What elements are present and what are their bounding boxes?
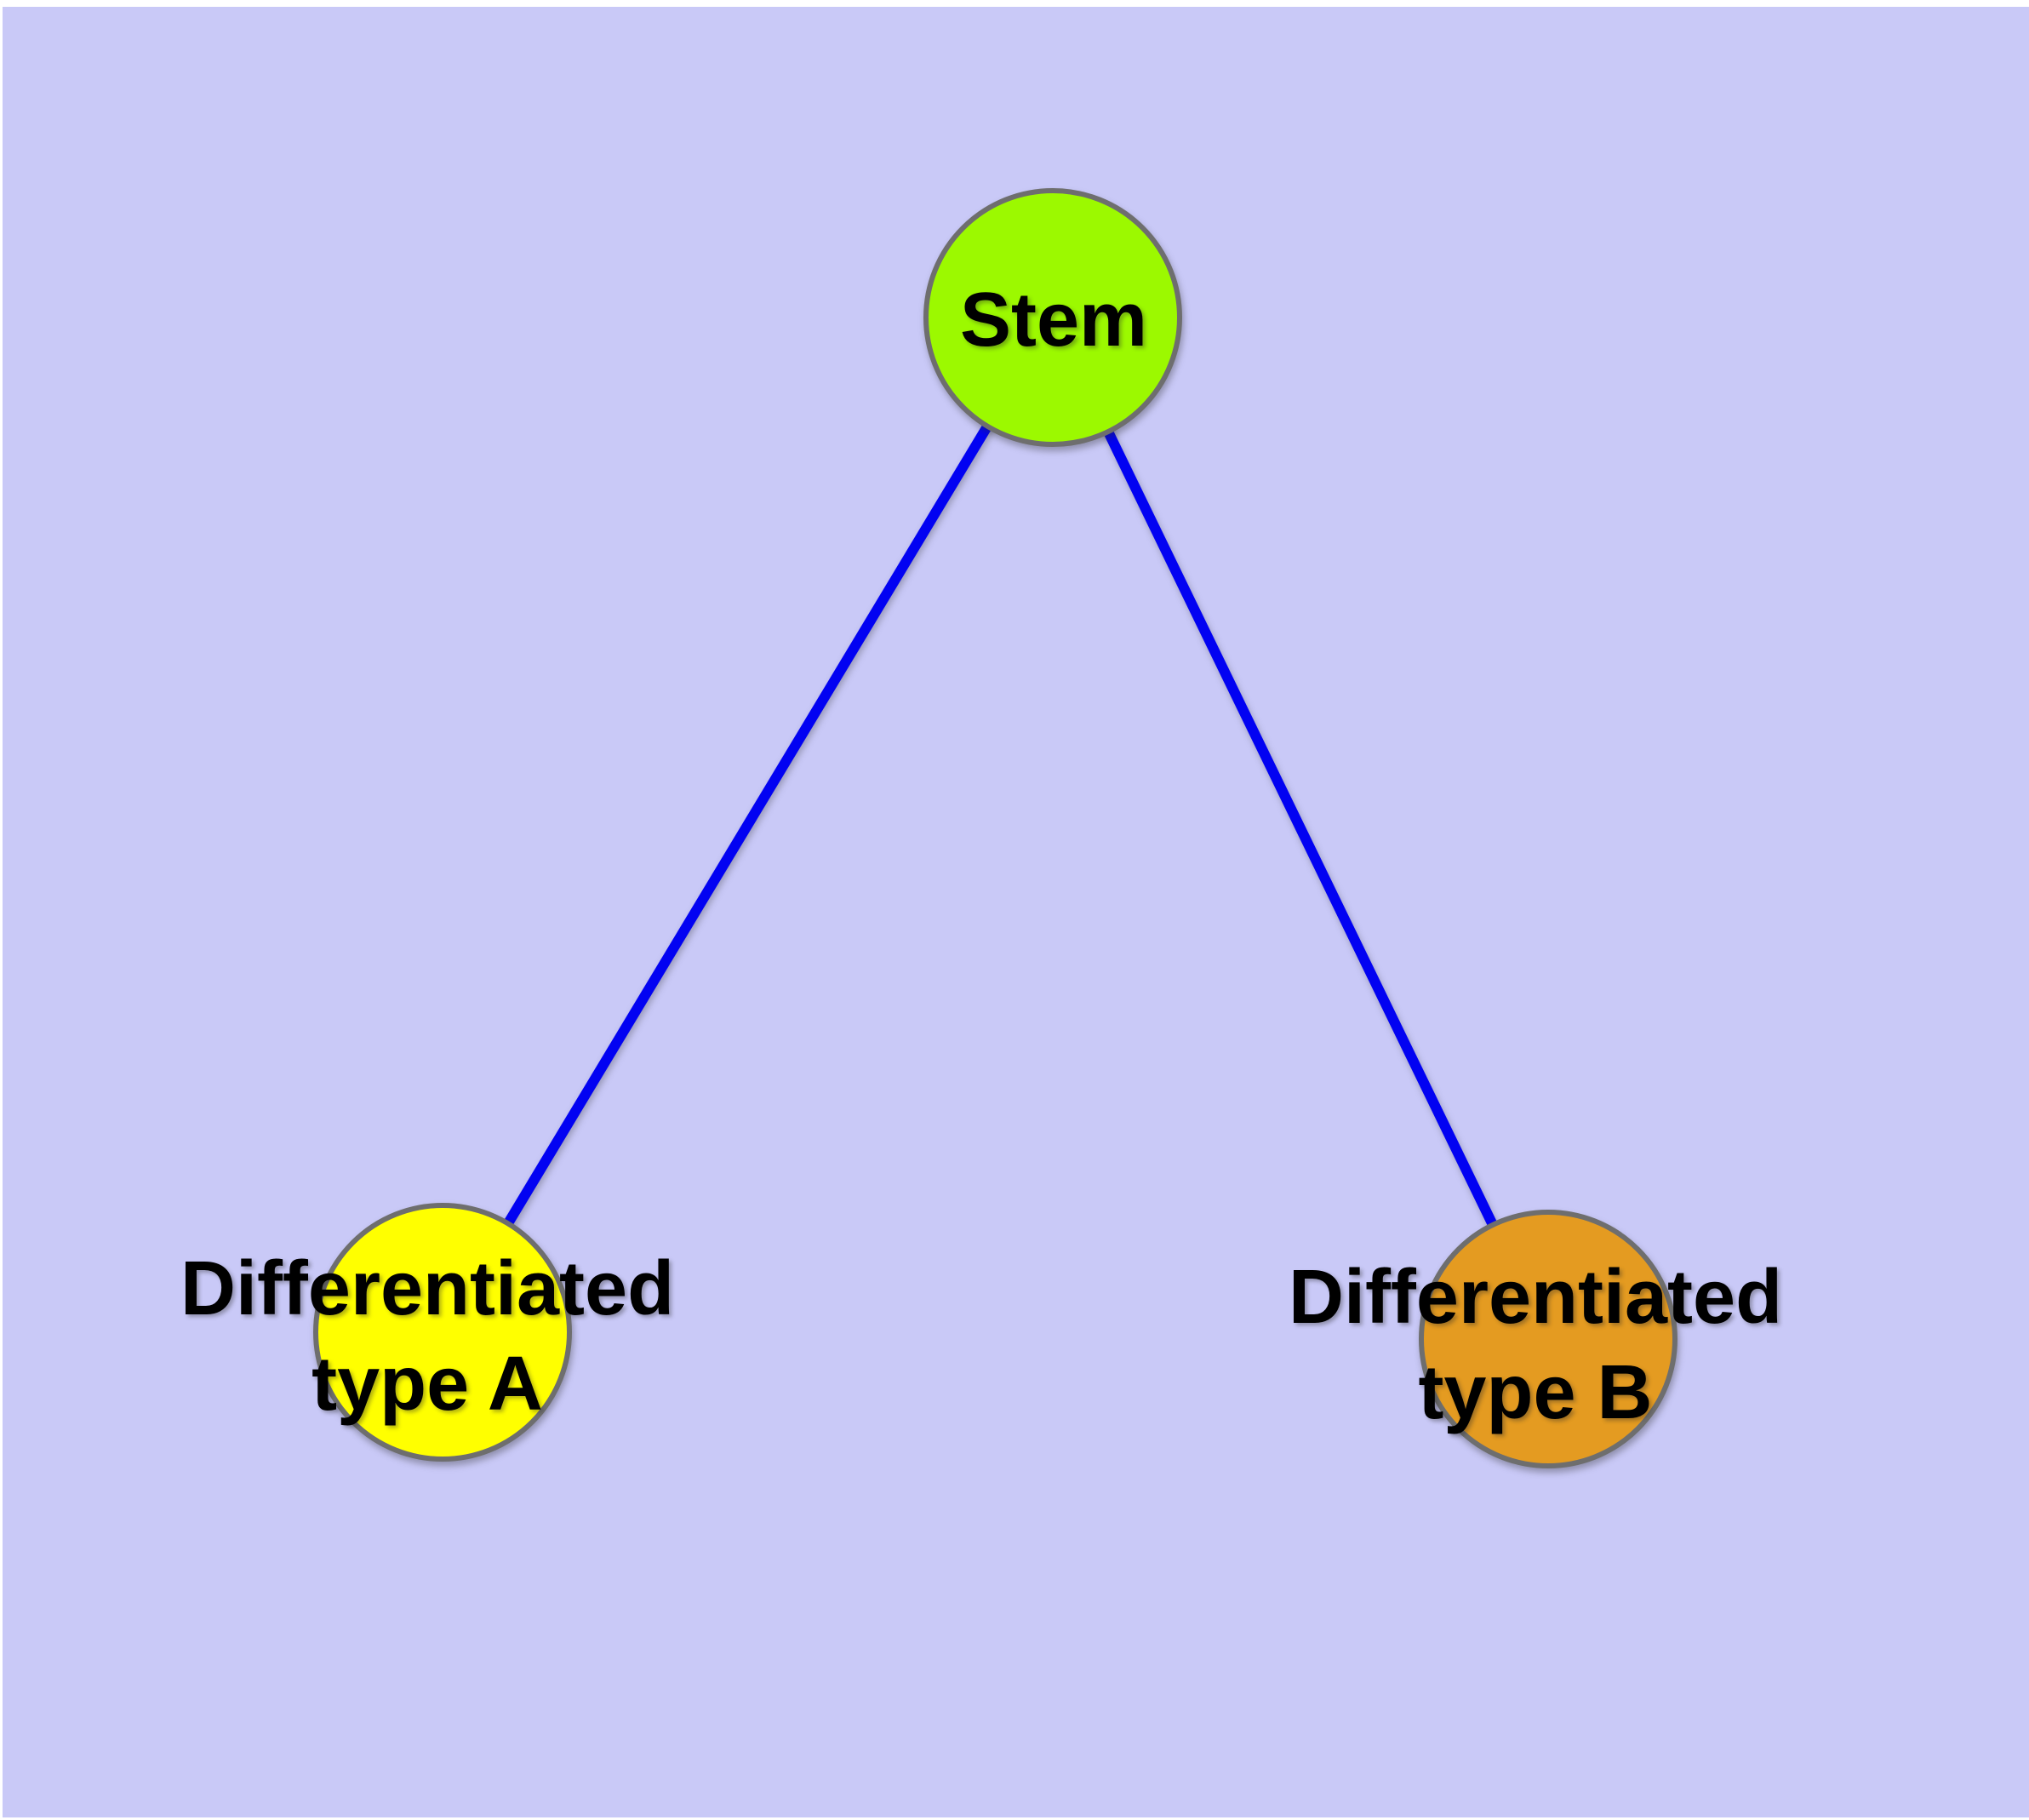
node-differentiated-type-a (313, 1203, 572, 1462)
edge-stem-to-differentiated-type-a (437, 314, 1058, 1336)
node-differentiated-type-b (1419, 1210, 1677, 1468)
node-label-line: type B (1418, 1350, 1653, 1435)
node-label-line: Differentiated (1288, 1255, 1783, 1340)
node-label-line: type A (311, 1342, 543, 1427)
node-label-stem: Stem (960, 272, 1147, 368)
node-label-differentiated-type-a: Differentiated type A (180, 1241, 674, 1432)
node-label-differentiated-type-b: Differentiated type B (1289, 1250, 1782, 1440)
edge-stem-to-differentiated-type-b (1048, 315, 1553, 1342)
node-stem (923, 188, 1182, 447)
node-label-line: Differentiated (180, 1246, 675, 1331)
node-label-line: Stem (959, 278, 1148, 363)
